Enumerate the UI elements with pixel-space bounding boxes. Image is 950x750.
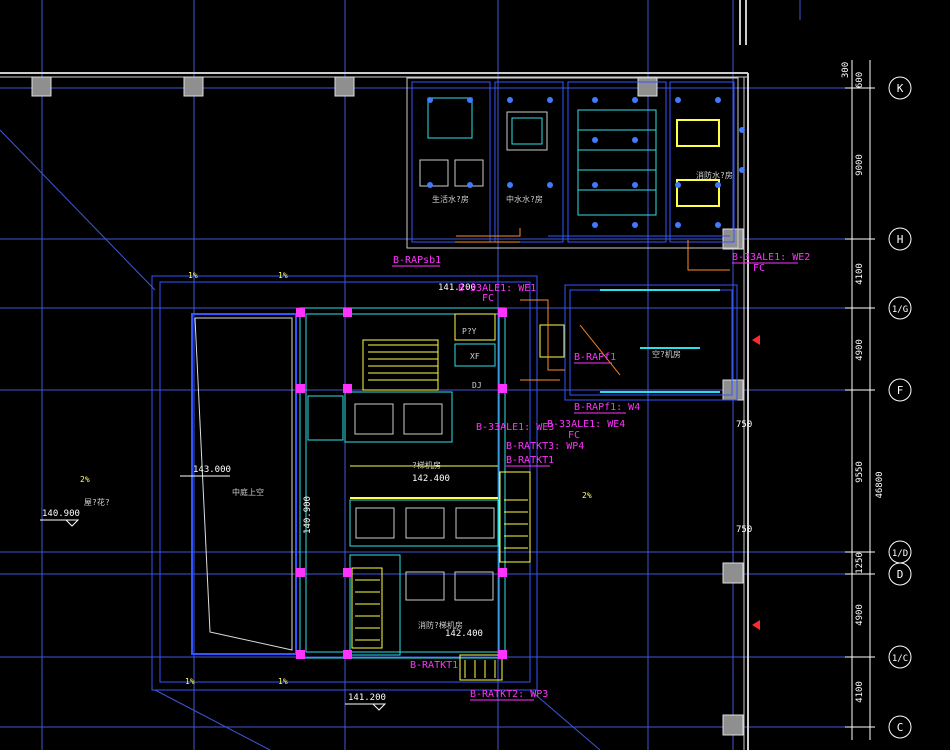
slope-label: 2% [582, 491, 592, 500]
roof-edge [0, 0, 749, 750]
room-name: P?Y [462, 327, 477, 336]
equipment-tag: B-RATKT2: WP3 [470, 689, 548, 700]
room-name: DJ [472, 381, 482, 390]
equipment-tag: B-RATKT3: WP4 [506, 441, 584, 452]
red-markers [752, 335, 760, 630]
room-name: 生活水?房 [432, 194, 469, 204]
equipment-tag: B-33ALE1: WE2 [732, 252, 810, 263]
elevation-label: 140.900 [303, 496, 313, 534]
dim-1250: 1250 [855, 552, 865, 574]
grid-label-1g: 1/G [892, 305, 908, 315]
grid-label-d: D [897, 568, 904, 581]
elevation-label: 142.400 [445, 629, 483, 639]
stair-hatches [355, 344, 528, 678]
dim-300: 300 [841, 62, 851, 78]
elevation-label: 142.400 [412, 474, 450, 484]
ac-room [520, 284, 738, 401]
room-name: 屋?花? [84, 497, 110, 507]
dim-4900a: 4900 [855, 339, 865, 361]
dim-600: 600 [855, 72, 865, 88]
room-name: 消防水?房 [696, 170, 733, 180]
equipment-tag: B-RAPsb1 [393, 255, 441, 266]
dim-4900b: 4900 [855, 604, 865, 626]
elevation-label: 141.200 [348, 693, 386, 703]
equipment-tag: B-33ALE1: WE4 [547, 419, 625, 430]
grid-label-1c: 1/C [892, 654, 908, 664]
core-columns [296, 308, 507, 659]
grid-lines [0, 0, 870, 750]
room-name: 中庭上空 [232, 487, 264, 497]
equipment-tag: B-RAPf1: W4 [574, 402, 640, 413]
equipment-tag: FC [482, 293, 494, 304]
dimension-label: 750 [736, 420, 752, 430]
elevation-label: 140.900 [42, 509, 80, 519]
slope-label: 1% [185, 677, 195, 686]
equipment-tag: FC [753, 263, 765, 274]
grid-bubbles [888, 76, 912, 739]
grid-label-h: H [897, 233, 904, 246]
core-building [151, 275, 565, 691]
equipment-tag: B-RAPf1 [574, 352, 616, 363]
equipment-tag: B-RATKT1 [410, 660, 458, 671]
dim-4100b: 4100 [855, 681, 865, 703]
equipment-tag: B-RATKT1 [506, 455, 554, 466]
equipment-tag: FC [568, 430, 580, 441]
elevation-label: 141.200 [438, 283, 476, 293]
slope-label: 1% [278, 271, 288, 280]
room-name: ?梯机房 [412, 460, 441, 470]
equipment-tag: B-33ALE1: WE3 [476, 422, 554, 433]
elevation-markers [40, 475, 387, 711]
dim-4100a: 4100 [855, 263, 865, 285]
room-name: 中水水?房 [506, 194, 543, 204]
grid-label-k: K [897, 82, 904, 95]
room-name: 空?机房 [652, 349, 681, 359]
dim-9000: 9000 [855, 154, 865, 176]
grid-label-c: C [897, 721, 904, 734]
room-name: XF [470, 352, 480, 361]
pipes-upper [455, 228, 730, 271]
slope-label: 1% [188, 271, 198, 280]
elevation-label: 143.000 [193, 465, 231, 475]
pump-rooms [406, 77, 745, 249]
room-name: 消防?梯机房 [418, 620, 463, 630]
dim-9550: 9550 [855, 461, 865, 483]
slope-label: 1% [278, 677, 288, 686]
grid-label-f: F [897, 384, 904, 397]
dimension-lines [845, 60, 875, 740]
tag-underlines [392, 262, 798, 701]
dimension-label: 750 [736, 525, 752, 535]
dim-46800: 46800 [875, 471, 885, 498]
grid-label-1d: 1/D [892, 549, 908, 559]
equipment-tag: B-33ALE1: WE1 [458, 283, 536, 294]
diagonal-lines [0, 0, 801, 750]
slope-label: 2% [80, 475, 90, 484]
